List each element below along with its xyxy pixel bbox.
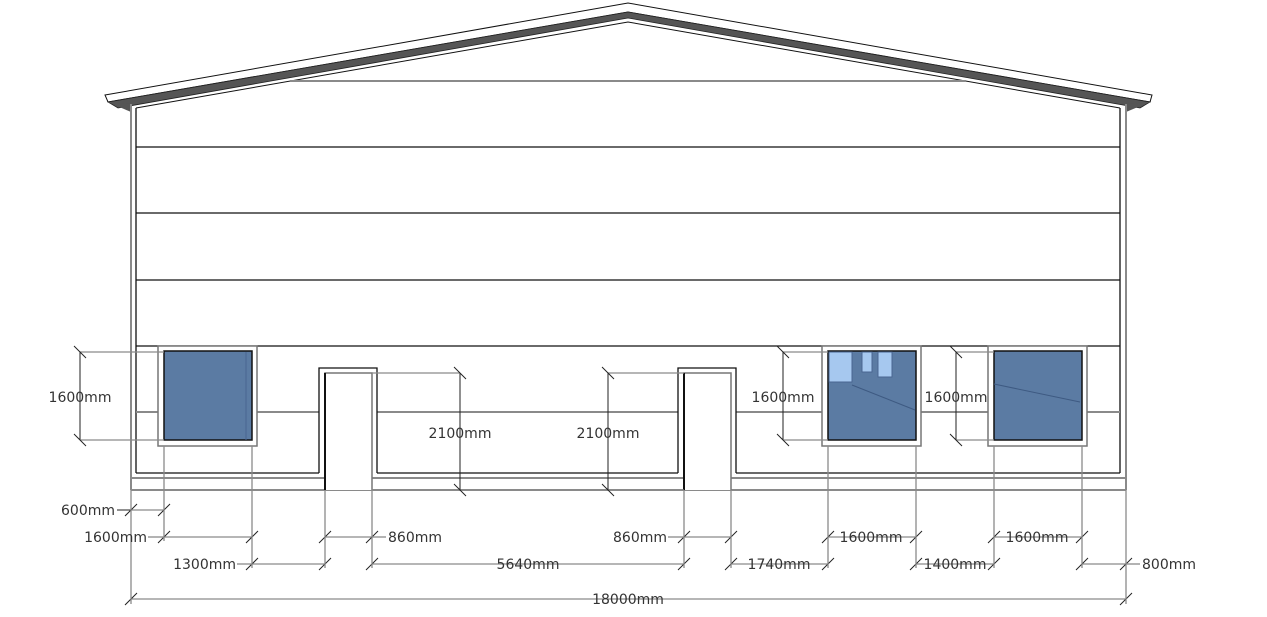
dimension-tick (776, 433, 790, 447)
dim-gap-window2-window3: 1400mm (924, 557, 987, 573)
dim-gap-door2-window2: 1740mm (748, 557, 811, 573)
dimension-tick (949, 433, 963, 447)
dim-door1-height: 2100mm (429, 426, 492, 442)
dim-window2-width: 1600mm (840, 530, 903, 546)
roof (104, 2, 1153, 112)
dim-door1-width: 860mm (388, 530, 442, 546)
dimension-tick (776, 345, 790, 359)
dim-window1-width: 1600mm (84, 530, 147, 546)
wall (130, 104, 1127, 491)
dimension-labels: 1600mm 2100mm 2100mm 1600mm 1600mm 600mm… (49, 390, 1196, 608)
dim-door2-width: 860mm (613, 530, 667, 546)
window-2 (821, 345, 922, 447)
dimension-tick (601, 483, 615, 497)
dim-right-offset: 800mm (1142, 557, 1196, 573)
dim-window1-height: 1600mm (49, 390, 112, 406)
dimension-tick (73, 345, 87, 359)
dim-window3-width: 1600mm (1006, 530, 1069, 546)
dimension-lines (73, 345, 1140, 606)
dimension-tick (453, 366, 467, 380)
dim-window2-height: 1600mm (752, 390, 815, 406)
dim-gap-window1-door1: 1300mm (173, 557, 236, 573)
dim-door2-height: 2100mm (577, 426, 640, 442)
dim-window3-height: 1600mm (925, 390, 988, 406)
window-3 (987, 345, 1088, 447)
dim-total-width: 18000mm (592, 592, 664, 608)
dimension-tick (601, 366, 615, 380)
dimension-tick (73, 433, 87, 447)
door-2 (677, 367, 737, 490)
window-1 (157, 345, 258, 447)
dimension-tick (949, 345, 963, 359)
dim-gap-door1-door2: 5640mm (497, 557, 560, 573)
door-1 (318, 367, 378, 490)
dim-left-offset: 600mm (61, 503, 115, 519)
dimension-tick (453, 483, 467, 497)
